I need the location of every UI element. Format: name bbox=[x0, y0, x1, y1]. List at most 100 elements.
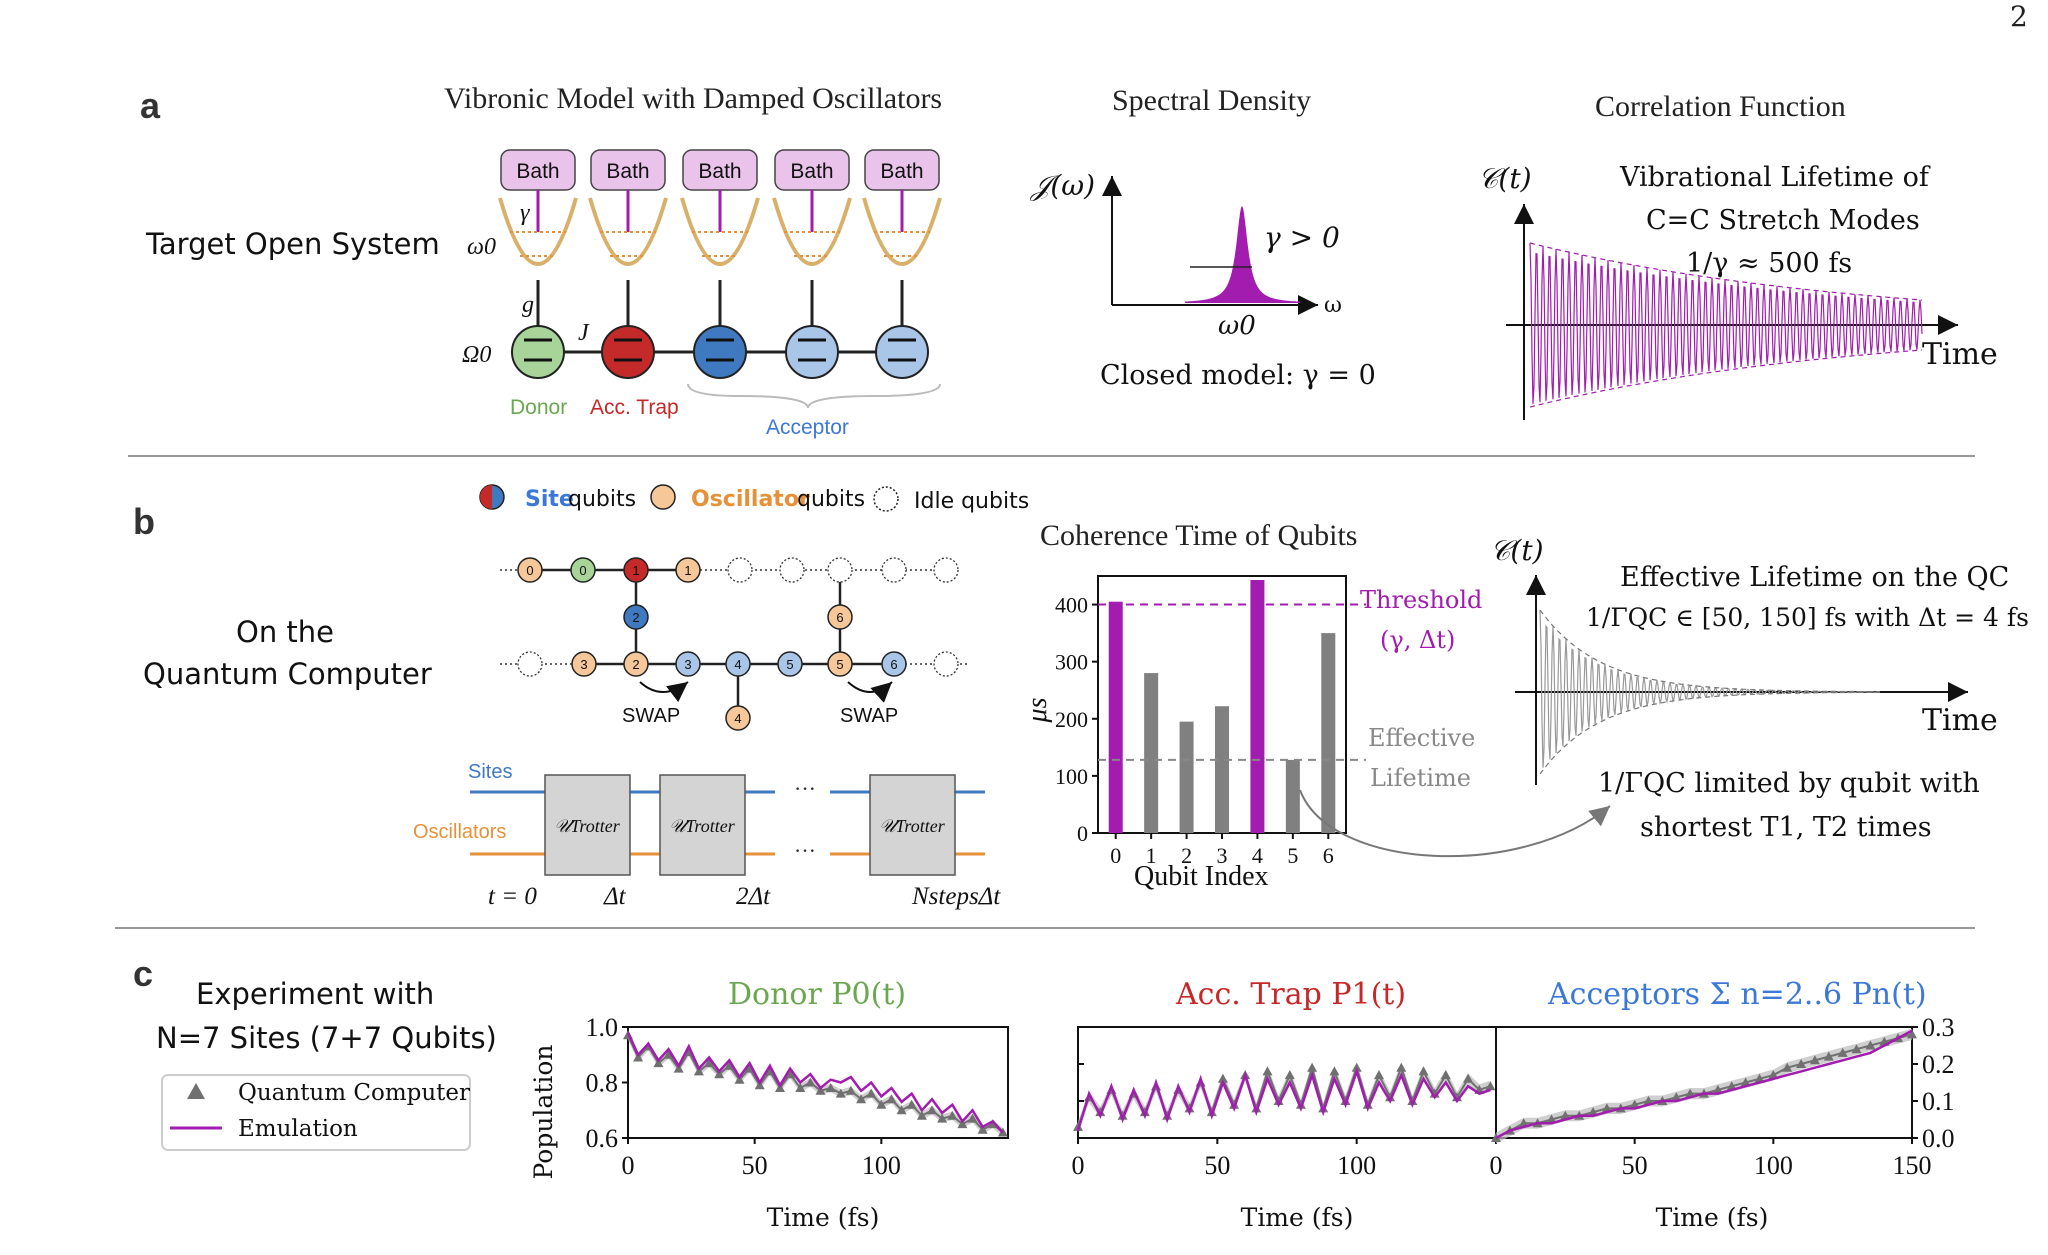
corr-note-2: C=C Stretch Modes bbox=[1646, 205, 1920, 236]
qc-point bbox=[977, 1124, 988, 1134]
donor-xlabel: Time (fs) bbox=[767, 1203, 880, 1232]
qc-point bbox=[896, 1105, 907, 1115]
qc-point bbox=[916, 1110, 927, 1120]
qc-point bbox=[785, 1069, 796, 1079]
site-qubit-swatch-half bbox=[480, 485, 492, 509]
Omega0-symbol: Ω0 bbox=[462, 342, 491, 368]
qubit-node bbox=[623, 557, 649, 583]
qubit-number: 5 bbox=[836, 657, 843, 672]
donor-label: Donor bbox=[510, 396, 567, 419]
trotter-label: 𝒰Trotter bbox=[554, 816, 621, 836]
circuit-sites-label: Sites bbox=[468, 761, 512, 783]
spectral-title: Spectral Density bbox=[1112, 84, 1311, 117]
x-tick-label: 6 bbox=[1323, 843, 1334, 868]
acceptor-xlabel: Time (fs) bbox=[1656, 1203, 1769, 1232]
time-label: NstepsΔt bbox=[911, 883, 1001, 910]
qubit-number: 0 bbox=[579, 563, 586, 578]
harmonic-well bbox=[862, 197, 942, 266]
qc-point bbox=[1340, 1096, 1351, 1105]
trotter-gate bbox=[869, 774, 956, 876]
site-circle bbox=[693, 325, 747, 379]
x-tick-label: 50 bbox=[1204, 1151, 1230, 1180]
idle-qubit-node bbox=[881, 557, 907, 583]
y-tick-label: 0.3 bbox=[1922, 1013, 1955, 1042]
qc-point bbox=[704, 1058, 715, 1068]
qc-point bbox=[1139, 1107, 1150, 1117]
bar-qubit-2 bbox=[1179, 721, 1194, 833]
y-tick-label: 0.2 bbox=[1922, 1050, 1955, 1079]
donor-title: Donor P0(t) bbox=[728, 977, 906, 1012]
osc-qubit-swatch bbox=[650, 484, 676, 510]
site-circle bbox=[511, 325, 565, 379]
qc-limit-1: 1/ΓQC limited by qubit with bbox=[1598, 768, 1980, 799]
x-tick-label: 50 bbox=[742, 1151, 768, 1180]
legend-site: Site bbox=[525, 487, 574, 512]
site-circle bbox=[785, 325, 839, 379]
panel-c-label: c bbox=[133, 953, 153, 994]
qc-point bbox=[724, 1060, 735, 1070]
limit-arrow bbox=[1299, 789, 1611, 858]
x-tick-label: 0 bbox=[1490, 1151, 1503, 1180]
qc-note-2: 1/ΓQC ∈ [50, 150] fs with Δt = 4 fs bbox=[1586, 603, 2029, 632]
x-tick-label: 1 bbox=[1146, 843, 1157, 868]
qc-point bbox=[653, 1058, 664, 1068]
corr-title: Correlation Function bbox=[1595, 90, 1846, 123]
qubit-number: 4 bbox=[734, 711, 741, 726]
legend-idle: Idle qubits bbox=[914, 489, 1029, 514]
qc-point bbox=[1796, 1059, 1807, 1068]
idle-qubit-node bbox=[827, 557, 853, 583]
qc-point bbox=[1396, 1062, 1407, 1072]
swap-label: SWAP bbox=[622, 705, 680, 727]
qc-corr-xlabel: Time bbox=[1922, 703, 1998, 738]
trap-title: Acc. Trap P1(t) bbox=[1175, 977, 1406, 1012]
y-tick-label: 0.6 bbox=[586, 1124, 619, 1153]
emulation-line bbox=[1076, 1067, 1491, 1131]
y-tick-label: 1.0 bbox=[586, 1013, 619, 1042]
x-tick-label: 0 bbox=[1072, 1151, 1085, 1180]
legend-site-suffix: qubits bbox=[568, 487, 636, 512]
y-tick-label: 300 bbox=[1055, 650, 1088, 675]
qc-corr-oscillation bbox=[1539, 609, 1881, 768]
qubit-number: 1 bbox=[632, 563, 639, 578]
qc-point bbox=[815, 1085, 826, 1095]
qubit-node bbox=[517, 557, 543, 583]
acceptor-brace bbox=[687, 383, 941, 409]
trotter-gate bbox=[544, 774, 631, 876]
trap-label: Acc. Trap bbox=[590, 396, 679, 419]
emulation-line bbox=[1495, 1029, 1913, 1140]
qc-point bbox=[845, 1085, 856, 1095]
qc-uncertainty-band bbox=[628, 1031, 1003, 1137]
x-tick-label: 4 bbox=[1252, 843, 1263, 868]
ellipsis: ··· bbox=[794, 838, 816, 863]
spectral-gamma: γ > 0 bbox=[1264, 221, 1340, 254]
qubit-node bbox=[675, 557, 701, 583]
x-tick-label: 2 bbox=[1181, 843, 1192, 868]
panel-a-row-title: Target Open System bbox=[145, 227, 440, 261]
trotter-label: 𝒰Trotter bbox=[879, 816, 946, 836]
spectral-peak-label: ω0 bbox=[1218, 311, 1256, 341]
panel-c-title-1: Experiment with bbox=[196, 977, 434, 1011]
qubit-number: 2 bbox=[632, 610, 639, 625]
bath-label: Bath bbox=[606, 160, 649, 183]
bar-qubit-6 bbox=[1321, 633, 1336, 833]
swap-arrow-left bbox=[639, 681, 689, 703]
x-tick-label: 3 bbox=[1217, 843, 1228, 868]
corr-note-1: Vibrational Lifetime of bbox=[1619, 162, 1931, 193]
qc-point bbox=[1295, 1099, 1306, 1109]
y-tick-label: 0.1 bbox=[1922, 1087, 1955, 1116]
qubit-number: 3 bbox=[684, 657, 691, 672]
x-tick-label: 100 bbox=[1337, 1151, 1376, 1180]
qc-point bbox=[1117, 1110, 1128, 1120]
spectral-peak bbox=[1185, 206, 1300, 303]
harmonic-well bbox=[680, 197, 760, 266]
idle-qubit-node bbox=[517, 651, 543, 677]
qc-point bbox=[957, 1119, 968, 1129]
corr-xlabel: Time bbox=[1922, 337, 1998, 372]
y-tick-label: 0.8 bbox=[586, 1069, 619, 1098]
panel-b-row-title-1: On the bbox=[236, 615, 334, 649]
qc-point bbox=[1463, 1073, 1474, 1083]
